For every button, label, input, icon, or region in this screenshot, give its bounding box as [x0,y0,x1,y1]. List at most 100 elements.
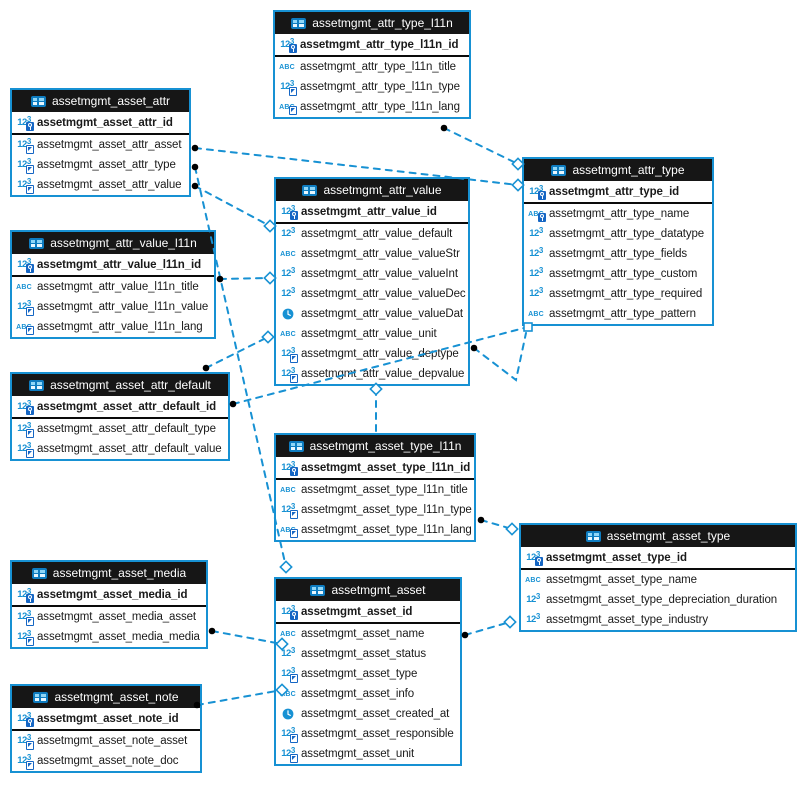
relationship-assetmgmt_attr_type_l11n-to-assetmgmt_attr_type[interactable] [440,124,525,171]
field-row[interactable]: assetmgmt_asset_created_at [276,704,460,724]
table-header[interactable]: assetmgmt_attr_type [524,159,712,181]
table-header[interactable]: assetmgmt_asset_note [12,686,200,708]
key-badge-icon [26,718,34,728]
table-title: assetmgmt_attr_value [323,183,442,197]
relationship-assetmgmt_asset-to-assetmgmt_asset_type[interactable] [461,615,517,639]
table-header[interactable]: assetmgmt_asset_type_l11n [276,435,474,457]
numeric-type-icon: 123 [15,587,34,604]
numeric-type-icon: 123 [15,754,34,770]
foreign-key-badge-icon [289,86,297,96]
field-row[interactable]: assetmgmt_attr_value_valueDat [276,304,468,324]
table-header[interactable]: assetmgmt_asset [276,579,460,601]
table-header[interactable]: assetmgmt_asset_attr [12,90,189,112]
foreign-key-badge-icon [26,325,34,335]
table-header[interactable]: assetmgmt_attr_value_l11n [12,232,214,254]
table-title: assetmgmt_asset_attr_default [50,378,211,392]
numeric-type-icon: 123 [15,300,34,316]
field-name: assetmgmt_asset_type_industry [546,614,709,626]
field-name: assetmgmt_attr_value_l11n_value [37,301,209,313]
table-header[interactable]: assetmgmt_asset_attr_default [12,374,228,396]
table-header[interactable]: assetmgmt_attr_value [276,179,468,201]
field-name: assetmgmt_attr_value_valueDat [301,308,464,320]
relationship-assetmgmt_attr_value-to-assetmgmt_attr_type[interactable] [470,332,527,382]
relationship-assetmgmt_attr_value-to-assetmgmt_asset_type_l11n[interactable] [369,382,383,432]
table-header[interactable]: assetmgmt_asset_type [521,525,795,547]
relationship-assetmgmt_asset_type_l11n-to-assetmgmt_asset_type[interactable] [477,516,519,536]
foreign-key-badge-icon [26,636,34,646]
relationship-line [194,185,271,227]
field-name: assetmgmt_asset_type_l11n_id [301,461,471,474]
relationship-assetmgmt_attr_value_l11n-to-assetmgmt_attr_value[interactable] [216,271,277,285]
foreign-key-badge-icon [290,353,298,363]
field-name: assetmgmt_attr_type_fields [549,248,688,260]
field-name: assetmgmt_asset_attr_asset [37,139,182,151]
table-header[interactable]: assetmgmt_attr_type_l11n [275,12,469,34]
relationship-assetmgmt_asset_attr-to-assetmgmt_attr_value[interactable] [191,182,277,233]
field-name: assetmgmt_attr_type_name [549,208,690,220]
table-header[interactable]: assetmgmt_asset_media [12,562,206,584]
